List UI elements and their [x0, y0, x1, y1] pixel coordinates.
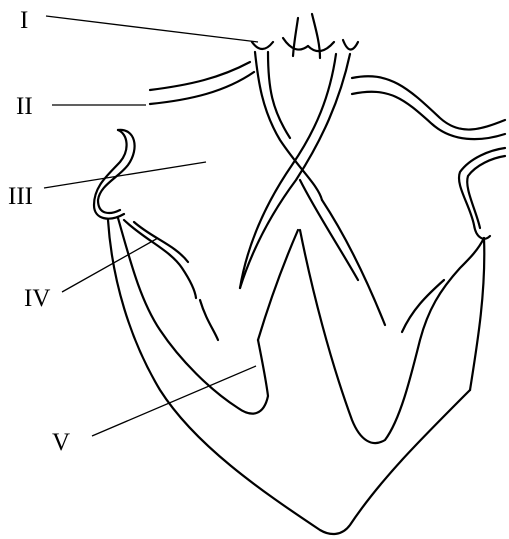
outer-heart-wall [108, 218, 484, 534]
leader-I [46, 16, 258, 42]
leader-III [44, 162, 206, 188]
semilunar-valves [252, 38, 358, 51]
label-IV: IV [24, 285, 50, 312]
labels: I II III IV V [8, 7, 70, 456]
label-I: I [20, 7, 28, 34]
label-V: V [52, 429, 70, 456]
upper-left-vessel [150, 62, 254, 104]
great-vessels [240, 14, 385, 325]
chambers [124, 220, 484, 443]
upper-right-vessel [352, 76, 505, 139]
leader-V [92, 366, 256, 436]
label-II: II [16, 93, 33, 120]
right-atrium-wall [459, 148, 505, 239]
label-III: III [8, 183, 33, 210]
